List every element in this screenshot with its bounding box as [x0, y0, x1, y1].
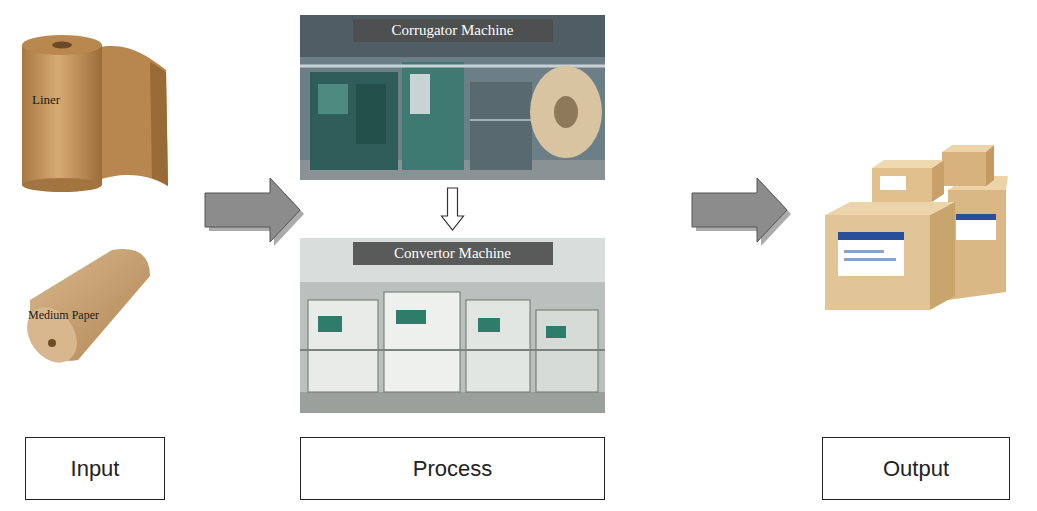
liner-roll-picture-part — [95, 46, 168, 186]
convertor-machine-photo-part — [384, 292, 460, 392]
convertor-machine-photo-part — [300, 238, 605, 282]
corrugator-machine-photo-part — [410, 74, 430, 114]
convertor-machine-photo-part — [466, 300, 530, 392]
medium-paper-roll-picture — [17, 249, 150, 372]
flow-arrow — [442, 188, 464, 230]
carton-boxes-picture-part — [942, 145, 994, 152]
material-label: Medium Paper — [28, 308, 99, 323]
carton-boxes-picture-part — [838, 232, 904, 240]
corrugator-machine-photo-part — [402, 62, 464, 170]
stage-label: Output — [883, 456, 949, 482]
corrugator-machine-photo-part — [356, 84, 386, 144]
liner-roll: Liner — [20, 30, 170, 190]
stage-label: Process — [413, 456, 492, 482]
machine-photo: Convertor Machine — [300, 238, 605, 413]
liner-roll-picture-part — [52, 42, 72, 49]
carton-boxes-picture-part — [930, 202, 955, 310]
convertor-machine-photo-part — [478, 318, 500, 332]
stage-box: Process — [300, 437, 605, 500]
carton-boxes-picture-part — [844, 258, 896, 261]
carton-boxes-picture — [825, 145, 1008, 310]
medium-paper-roll-picture-part — [48, 339, 56, 347]
corrugator-machine-photo-part — [470, 82, 532, 170]
liner-roll-picture-part — [22, 178, 102, 192]
corrugator-machine-photo-part — [470, 119, 532, 121]
carton-boxes-picture-part — [948, 190, 1006, 300]
machine-label: Convertor Machine — [353, 242, 553, 265]
liner-roll-picture-part — [22, 35, 102, 55]
carton-boxes-picture-part — [942, 152, 986, 186]
convertor-machine-photo-part — [300, 349, 605, 351]
convertor-machine-photo-part — [308, 300, 378, 392]
carton-boxes-picture-part — [844, 250, 884, 253]
carton-boxes-picture-part — [880, 176, 906, 190]
corrugator-machine-photo-part — [530, 66, 602, 158]
convertor-machine-photo-part — [300, 392, 605, 413]
corrugator-machine-photo-part — [310, 72, 398, 170]
flow-block-arrow-part — [205, 178, 300, 242]
corrugator-machine-photo-part — [554, 96, 578, 128]
carton-boxes-picture-part — [956, 214, 996, 240]
material-label: Liner — [32, 92, 60, 108]
carton-boxes-picture-part — [838, 232, 904, 276]
flow-block-arrow — [205, 178, 304, 246]
machine-label: Corrugator Machine — [353, 19, 553, 42]
corrugator-machine-photo-part — [300, 15, 605, 57]
stage-box: Output — [822, 437, 1010, 500]
machine-photo: Corrugator Machine — [300, 15, 605, 180]
flow-block-arrow — [692, 178, 791, 246]
carton-boxes-picture-part — [956, 214, 996, 220]
convertor-machine-photo-part — [396, 310, 426, 324]
corrugator-machine-photo-part — [318, 84, 348, 114]
convertor-machine-photo-part — [318, 316, 342, 332]
stage-box: Input — [25, 437, 165, 500]
carton-boxes-picture-part — [986, 145, 994, 186]
corrugator-machine-photo-part — [300, 15, 605, 180]
convertor-machine-photo — [300, 238, 605, 413]
liner-roll-picture — [22, 35, 168, 192]
carton-boxes-picture-part — [872, 168, 932, 202]
carton-boxes-picture-part — [825, 215, 930, 310]
corrugator-machine-photo — [300, 15, 605, 180]
liner-roll-picture-part — [150, 62, 168, 186]
flow-block-arrow-part — [692, 178, 787, 242]
carton-boxes-picture-part — [932, 160, 944, 202]
carton-boxes-picture-part — [872, 160, 944, 168]
convertor-machine-photo-part — [300, 238, 605, 413]
convertor-machine-photo-part — [546, 326, 566, 338]
medium-paper-roll: Medium Paper — [25, 245, 150, 365]
liner-roll-picture-part — [22, 45, 102, 185]
stage-label: Input — [71, 456, 120, 482]
